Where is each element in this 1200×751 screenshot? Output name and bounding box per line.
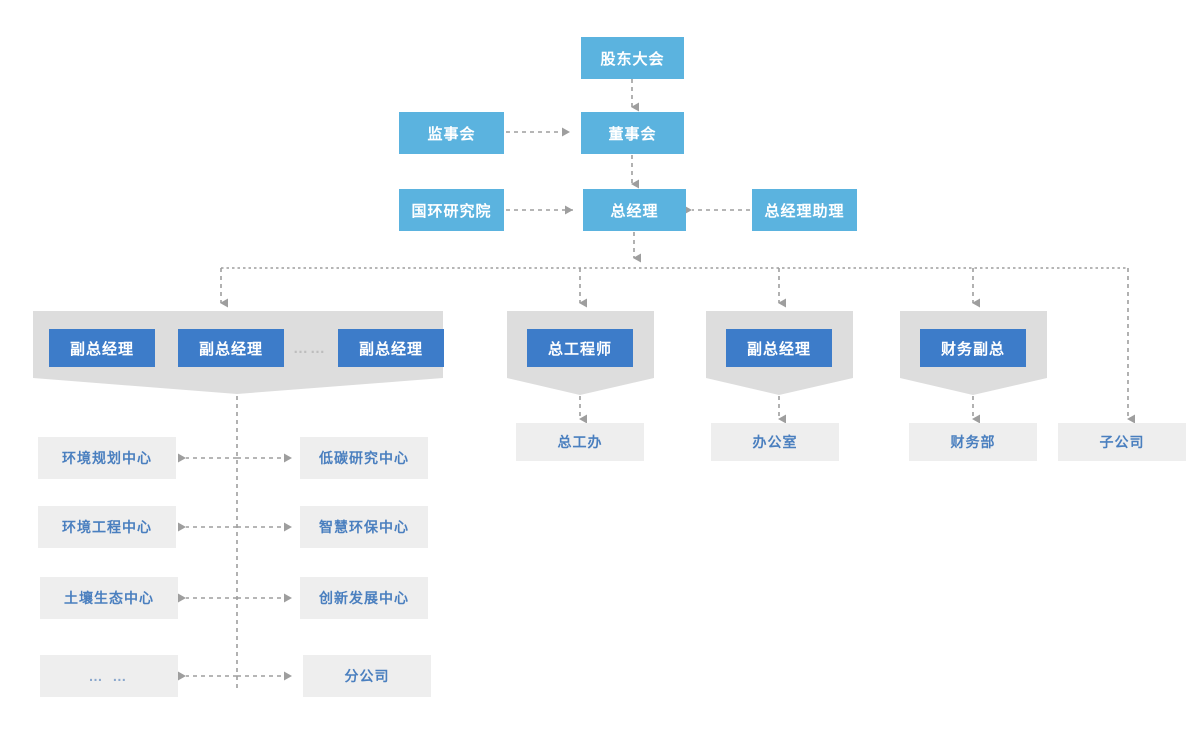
node-center-right-3[interactable]: 创新发展中心 [300,577,428,619]
node-office[interactable]: 办公室 [711,423,839,461]
node-shareholders-meeting[interactable]: 股东大会 [581,37,684,79]
node-gm-assistant[interactable]: 总经理助理 [752,189,857,231]
node-vice-gm-3[interactable]: 副总经理 [338,329,444,367]
node-center-right-2[interactable]: 智慧环保中心 [300,506,428,548]
node-chief-engineer-office[interactable]: 总工办 [516,423,644,461]
node-center-left-3[interactable]: 土壤生态中心 [40,577,178,619]
node-subsidiary[interactable]: 子公司 [1058,423,1186,461]
node-center-right-1[interactable]: 低碳研究中心 [300,437,428,479]
node-general-manager[interactable]: 总经理 [583,189,686,231]
node-vice-gm-1[interactable]: 副总经理 [49,329,155,367]
node-vice-gm-finance[interactable]: 财务副总 [920,329,1026,367]
node-center-left-4[interactable]: … … [40,655,178,697]
node-vice-gm-2[interactable]: 副总经理 [178,329,284,367]
vice-gm-ellipsis: …… [293,339,327,357]
node-finance-dept[interactable]: 财务部 [909,423,1037,461]
node-center-right-4[interactable]: 分公司 [303,655,431,697]
node-board-of-supervisors[interactable]: 监事会 [399,112,504,154]
node-chief-engineer[interactable]: 总工程师 [527,329,633,367]
node-vice-gm-office[interactable]: 副总经理 [726,329,832,367]
node-center-left-1[interactable]: 环境规划中心 [38,437,176,479]
node-center-left-2[interactable]: 环境工程中心 [38,506,176,548]
node-board-of-directors[interactable]: 董事会 [581,112,684,154]
node-research-institute[interactable]: 国环研究院 [399,189,504,231]
